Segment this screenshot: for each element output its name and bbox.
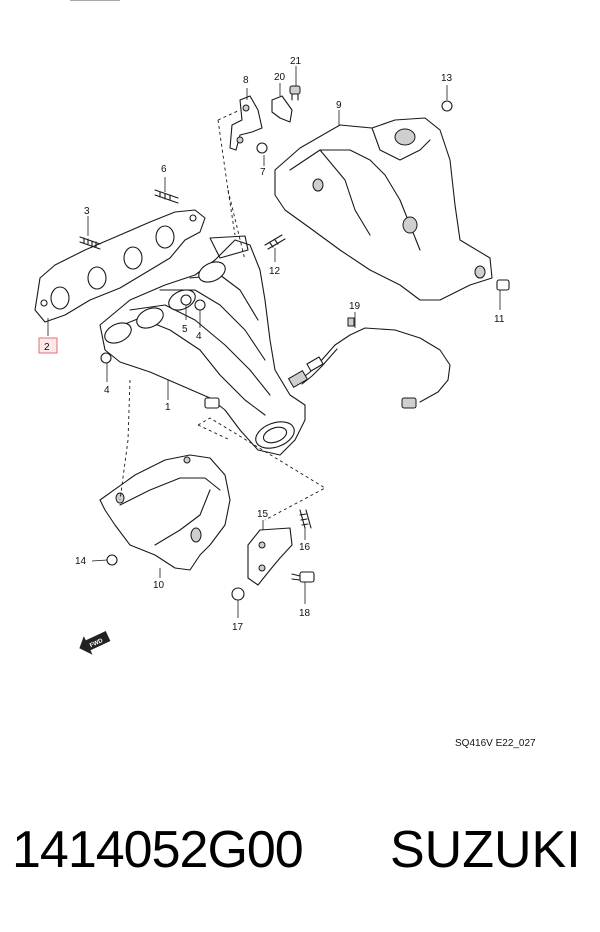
highlight-box-2 <box>38 337 58 354</box>
bolt-18 <box>291 571 315 583</box>
nut-7 <box>256 142 268 154</box>
callout-10: 10 <box>153 580 165 591</box>
lower-heat-shield <box>99 454 231 571</box>
callout-11: 11 <box>494 314 505 325</box>
bracket-15 <box>247 527 293 586</box>
oxygen-sensor <box>287 317 451 409</box>
stud-3 <box>79 236 101 250</box>
bolt-11 <box>496 279 510 291</box>
bracket-8 <box>229 95 263 151</box>
diagram-reference-code: SQ416V E22_027 <box>455 738 536 749</box>
callout-3: 3 <box>84 206 90 217</box>
nut-4-lower <box>100 352 112 364</box>
callout-20: 20 <box>274 72 286 83</box>
callout-5: 5 <box>182 324 188 335</box>
parts-diagram: 2 3 6 8 20 21 9 13 7 12 11 5 4 4 1 19 15… <box>34 0 536 749</box>
upper-heat-shield <box>274 117 493 301</box>
nut-4-upper <box>194 299 206 311</box>
fwd-arrow-icon: FWD <box>79 631 111 655</box>
caption-area <box>0 775 600 932</box>
callout-6: 6 <box>161 164 167 175</box>
part-number: 1414052G00 <box>12 821 304 879</box>
nut-17 <box>231 587 245 601</box>
exploded-view-drawing: 2 3 6 8 20 21 9 13 7 12 11 5 4 4 1 19 15… <box>34 0 510 655</box>
callout-19: 19 <box>349 301 361 312</box>
callout-18: 18 <box>299 608 311 619</box>
callout-21: 21 <box>290 56 302 67</box>
bolt-21 <box>289 85 301 101</box>
callout-15: 15 <box>257 509 269 520</box>
callout-9: 9 <box>336 100 342 111</box>
exhaust-manifold <box>99 235 306 456</box>
callouts: 2 3 6 8 20 21 9 13 7 12 11 5 4 4 1 19 15… <box>38 56 505 633</box>
assembly-lines <box>119 109 326 521</box>
fwd-label: FWD <box>89 638 105 649</box>
callout-13: 13 <box>441 73 453 84</box>
bolt-14 <box>106 554 118 566</box>
bracket-20 <box>271 95 293 123</box>
stud-12 <box>264 234 286 250</box>
brand-name: SUZUKI <box>390 821 581 879</box>
leader-lines <box>47 66 501 618</box>
callout-2: 2 <box>44 342 50 353</box>
exhaust-gasket <box>34 209 206 323</box>
callout-7: 7 <box>260 167 266 178</box>
callout-4-lower: 4 <box>104 385 110 396</box>
callout-17: 17 <box>232 622 244 633</box>
callout-1: 1 <box>165 402 171 413</box>
callout-8: 8 <box>243 75 249 86</box>
stud-6 <box>154 189 179 204</box>
callout-16: 16 <box>299 542 311 553</box>
nut-13 <box>441 100 453 112</box>
nut-5 <box>180 294 192 306</box>
callout-12: 12 <box>269 266 281 277</box>
stud-16 <box>299 509 312 529</box>
callout-14: 14 <box>75 556 87 567</box>
callout-4-upper: 4 <box>196 331 202 342</box>
